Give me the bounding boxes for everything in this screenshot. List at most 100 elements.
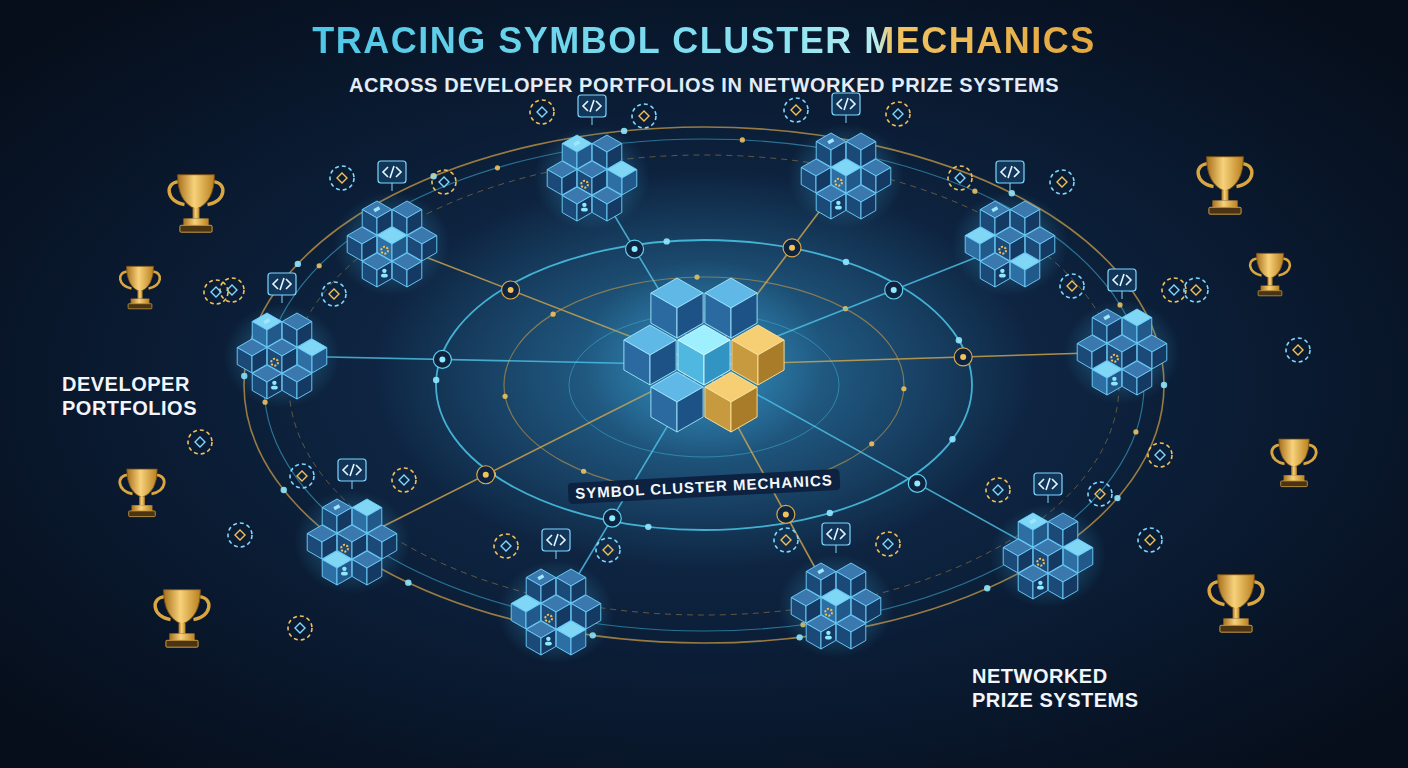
flow-icon — [494, 534, 518, 558]
flow-icon-ring — [784, 98, 808, 122]
badge-stem — [846, 115, 847, 123]
trophy-plinth — [1281, 481, 1308, 487]
cube — [816, 185, 846, 219]
gear-icon — [381, 247, 388, 254]
flow-icon-mark — [295, 623, 305, 633]
cluster-glow — [224, 304, 340, 408]
code-badge — [1034, 473, 1062, 503]
cube-right — [851, 624, 866, 650]
cube-right — [866, 598, 881, 624]
user-icon-head — [826, 631, 830, 635]
panel-icon — [573, 140, 580, 146]
cube-left — [352, 560, 367, 586]
cube — [624, 325, 676, 385]
ring-dot — [664, 238, 670, 244]
link-node — [502, 281, 520, 299]
ring-dot — [405, 579, 411, 585]
ring-dot — [550, 312, 555, 317]
cube-left — [322, 560, 337, 586]
code-glyph — [827, 528, 845, 540]
cube-left — [836, 624, 851, 650]
cube-left — [556, 630, 571, 656]
cube-left — [237, 348, 252, 374]
flow-icon-ring — [220, 278, 244, 302]
user-icon-head — [272, 381, 276, 385]
trophy — [169, 175, 223, 233]
ring-dot — [869, 441, 874, 446]
cube — [1122, 361, 1152, 395]
portfolio-cluster — [774, 523, 900, 658]
code-badge — [378, 161, 406, 191]
link-node — [777, 505, 795, 523]
flow-icon — [432, 170, 456, 194]
trophies — [120, 157, 1316, 648]
cube-left — [526, 630, 541, 656]
ring-dot — [433, 377, 439, 383]
flow-icon — [948, 166, 972, 190]
cube — [651, 278, 703, 338]
title-row: TRACING SYMBOL CLUSTER MECHANICS — [0, 20, 1408, 62]
cube-right — [1025, 262, 1040, 288]
trophy-cup — [126, 266, 153, 292]
flow-icon-mark — [195, 437, 205, 447]
cube-right — [607, 196, 622, 222]
subtitle: ACROSS DEVELOPER PORTFOLIOS IN NETWORKED… — [349, 74, 1059, 97]
flow-icon — [188, 430, 212, 454]
flow-icon — [322, 282, 346, 306]
user-icon-body — [545, 642, 552, 646]
cube-left — [980, 262, 995, 288]
flow-icon-mark — [893, 109, 903, 119]
cube-right — [1078, 548, 1093, 574]
flow-icon-ring — [1286, 338, 1310, 362]
code-badge-frame — [268, 273, 296, 295]
flow-icon-ring — [774, 528, 798, 552]
gear-icon — [835, 179, 842, 186]
portfolio-cluster — [290, 459, 416, 594]
ring-dots — [241, 128, 1167, 641]
flow-icon-ring — [188, 430, 212, 454]
badge-stem — [282, 295, 283, 303]
user-icon-body — [1037, 586, 1044, 590]
gear-icon — [999, 247, 1006, 254]
cluster-glow — [952, 192, 1068, 296]
flow-icon — [1286, 338, 1310, 362]
orbit-ring — [244, 127, 1164, 643]
flow-icon-mark — [955, 173, 965, 183]
code-glyph — [383, 166, 401, 178]
code-badge — [268, 273, 296, 303]
flow-icon-ring — [886, 102, 910, 126]
cube — [562, 187, 592, 221]
badge-stem — [592, 117, 593, 125]
badge-stem — [1010, 183, 1011, 191]
link-node-core — [483, 472, 489, 478]
trophy-base — [1261, 286, 1280, 291]
cube — [1092, 361, 1122, 395]
flow-icon-ring — [1162, 278, 1186, 302]
flow-icon-ring — [494, 534, 518, 558]
cube-left — [547, 170, 562, 196]
flow-icon-mark — [297, 471, 307, 481]
ring-dot — [956, 337, 962, 343]
portfolio-cluster — [948, 161, 1074, 296]
cube-right — [297, 374, 312, 400]
cube — [526, 621, 556, 655]
ring-dot — [827, 510, 833, 516]
orbit-ring — [436, 240, 972, 530]
gear-icon — [271, 359, 278, 366]
code-badge — [996, 161, 1024, 191]
trophy-cup — [1279, 439, 1309, 468]
badge-stem — [1048, 495, 1049, 503]
cube-right — [731, 387, 757, 432]
user-icon-head — [1000, 269, 1004, 273]
gear-icon — [341, 545, 348, 552]
cube — [352, 551, 382, 585]
flow-icon — [288, 616, 312, 640]
flow-icon — [784, 98, 808, 122]
flow-icon-mark — [883, 539, 893, 549]
cube-left — [1003, 548, 1018, 574]
cluster-glow — [778, 554, 894, 658]
trophy — [1209, 575, 1263, 633]
cube-left — [965, 236, 980, 262]
trophy-cup — [1256, 253, 1283, 278]
